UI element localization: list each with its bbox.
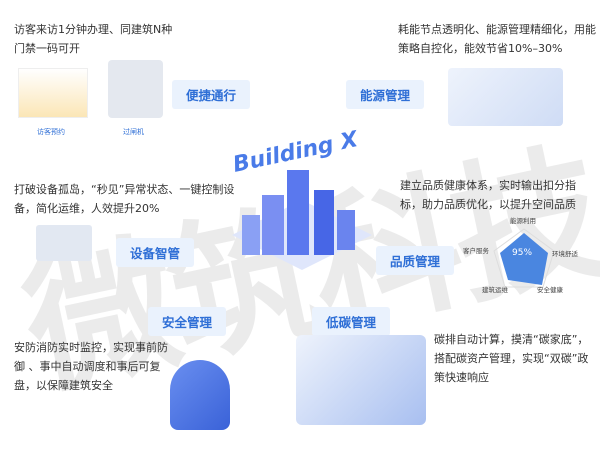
radar-value: 95% — [512, 248, 533, 258]
radar-axis: 建筑运维 — [482, 286, 508, 294]
radar-axis: 安全健康 — [537, 286, 563, 294]
building-illustration — [232, 165, 372, 280]
energy-illustration — [448, 68, 563, 126]
radar-axis: 环境舒适 — [552, 250, 578, 258]
radar-axis: 客户服务 — [463, 247, 489, 255]
quality-desc: 建立品质健康体系，实时输出扣分指标，助力品质优化，以提升空间品质 — [400, 179, 576, 211]
tag-access[interactable]: 便捷通行 — [172, 80, 251, 109]
radar-chart — [493, 228, 555, 288]
access-desc: 访客来访1分钟办理、同建筑N种门禁一码可开 — [14, 23, 173, 55]
tag-carbon[interactable]: 低碳管理 — [312, 307, 391, 336]
tag-energy[interactable]: 能源管理 — [346, 80, 425, 109]
energy-desc: 耗能节点透明化、能源管理精细化，用能策略自控化，能效节省10%–30% — [398, 23, 596, 55]
caption-visitor: 访客预约 — [37, 128, 65, 136]
device-desc: 打破设备孤岛，“秒见”异常状态、一键控制设备，简化运维，人效提升20% — [14, 183, 235, 215]
tag-quality[interactable]: 品质管理 — [376, 246, 455, 275]
gate-illustration — [108, 60, 163, 118]
carbon-desc: 碳排自动计算，摸清“碳家底”，搭配碳资产管理，实现“双碳”政策快速响应 — [434, 333, 589, 384]
tag-device[interactable]: 设备智管 — [116, 238, 195, 267]
radar-axis: 能源利用 — [510, 217, 536, 225]
security-desc: 安防消防实时监控，实现事前防御 、事中自动调度和事后可复盘，以保障建筑安全 — [14, 341, 168, 392]
carbon-illustration — [296, 335, 426, 425]
caption-gate: 过闸机 — [123, 128, 144, 136]
visitor-illustration — [18, 68, 88, 118]
monitor-wall-illustration — [36, 225, 92, 261]
shield-camera-illustration — [170, 360, 230, 430]
tag-security[interactable]: 安全管理 — [148, 307, 227, 336]
